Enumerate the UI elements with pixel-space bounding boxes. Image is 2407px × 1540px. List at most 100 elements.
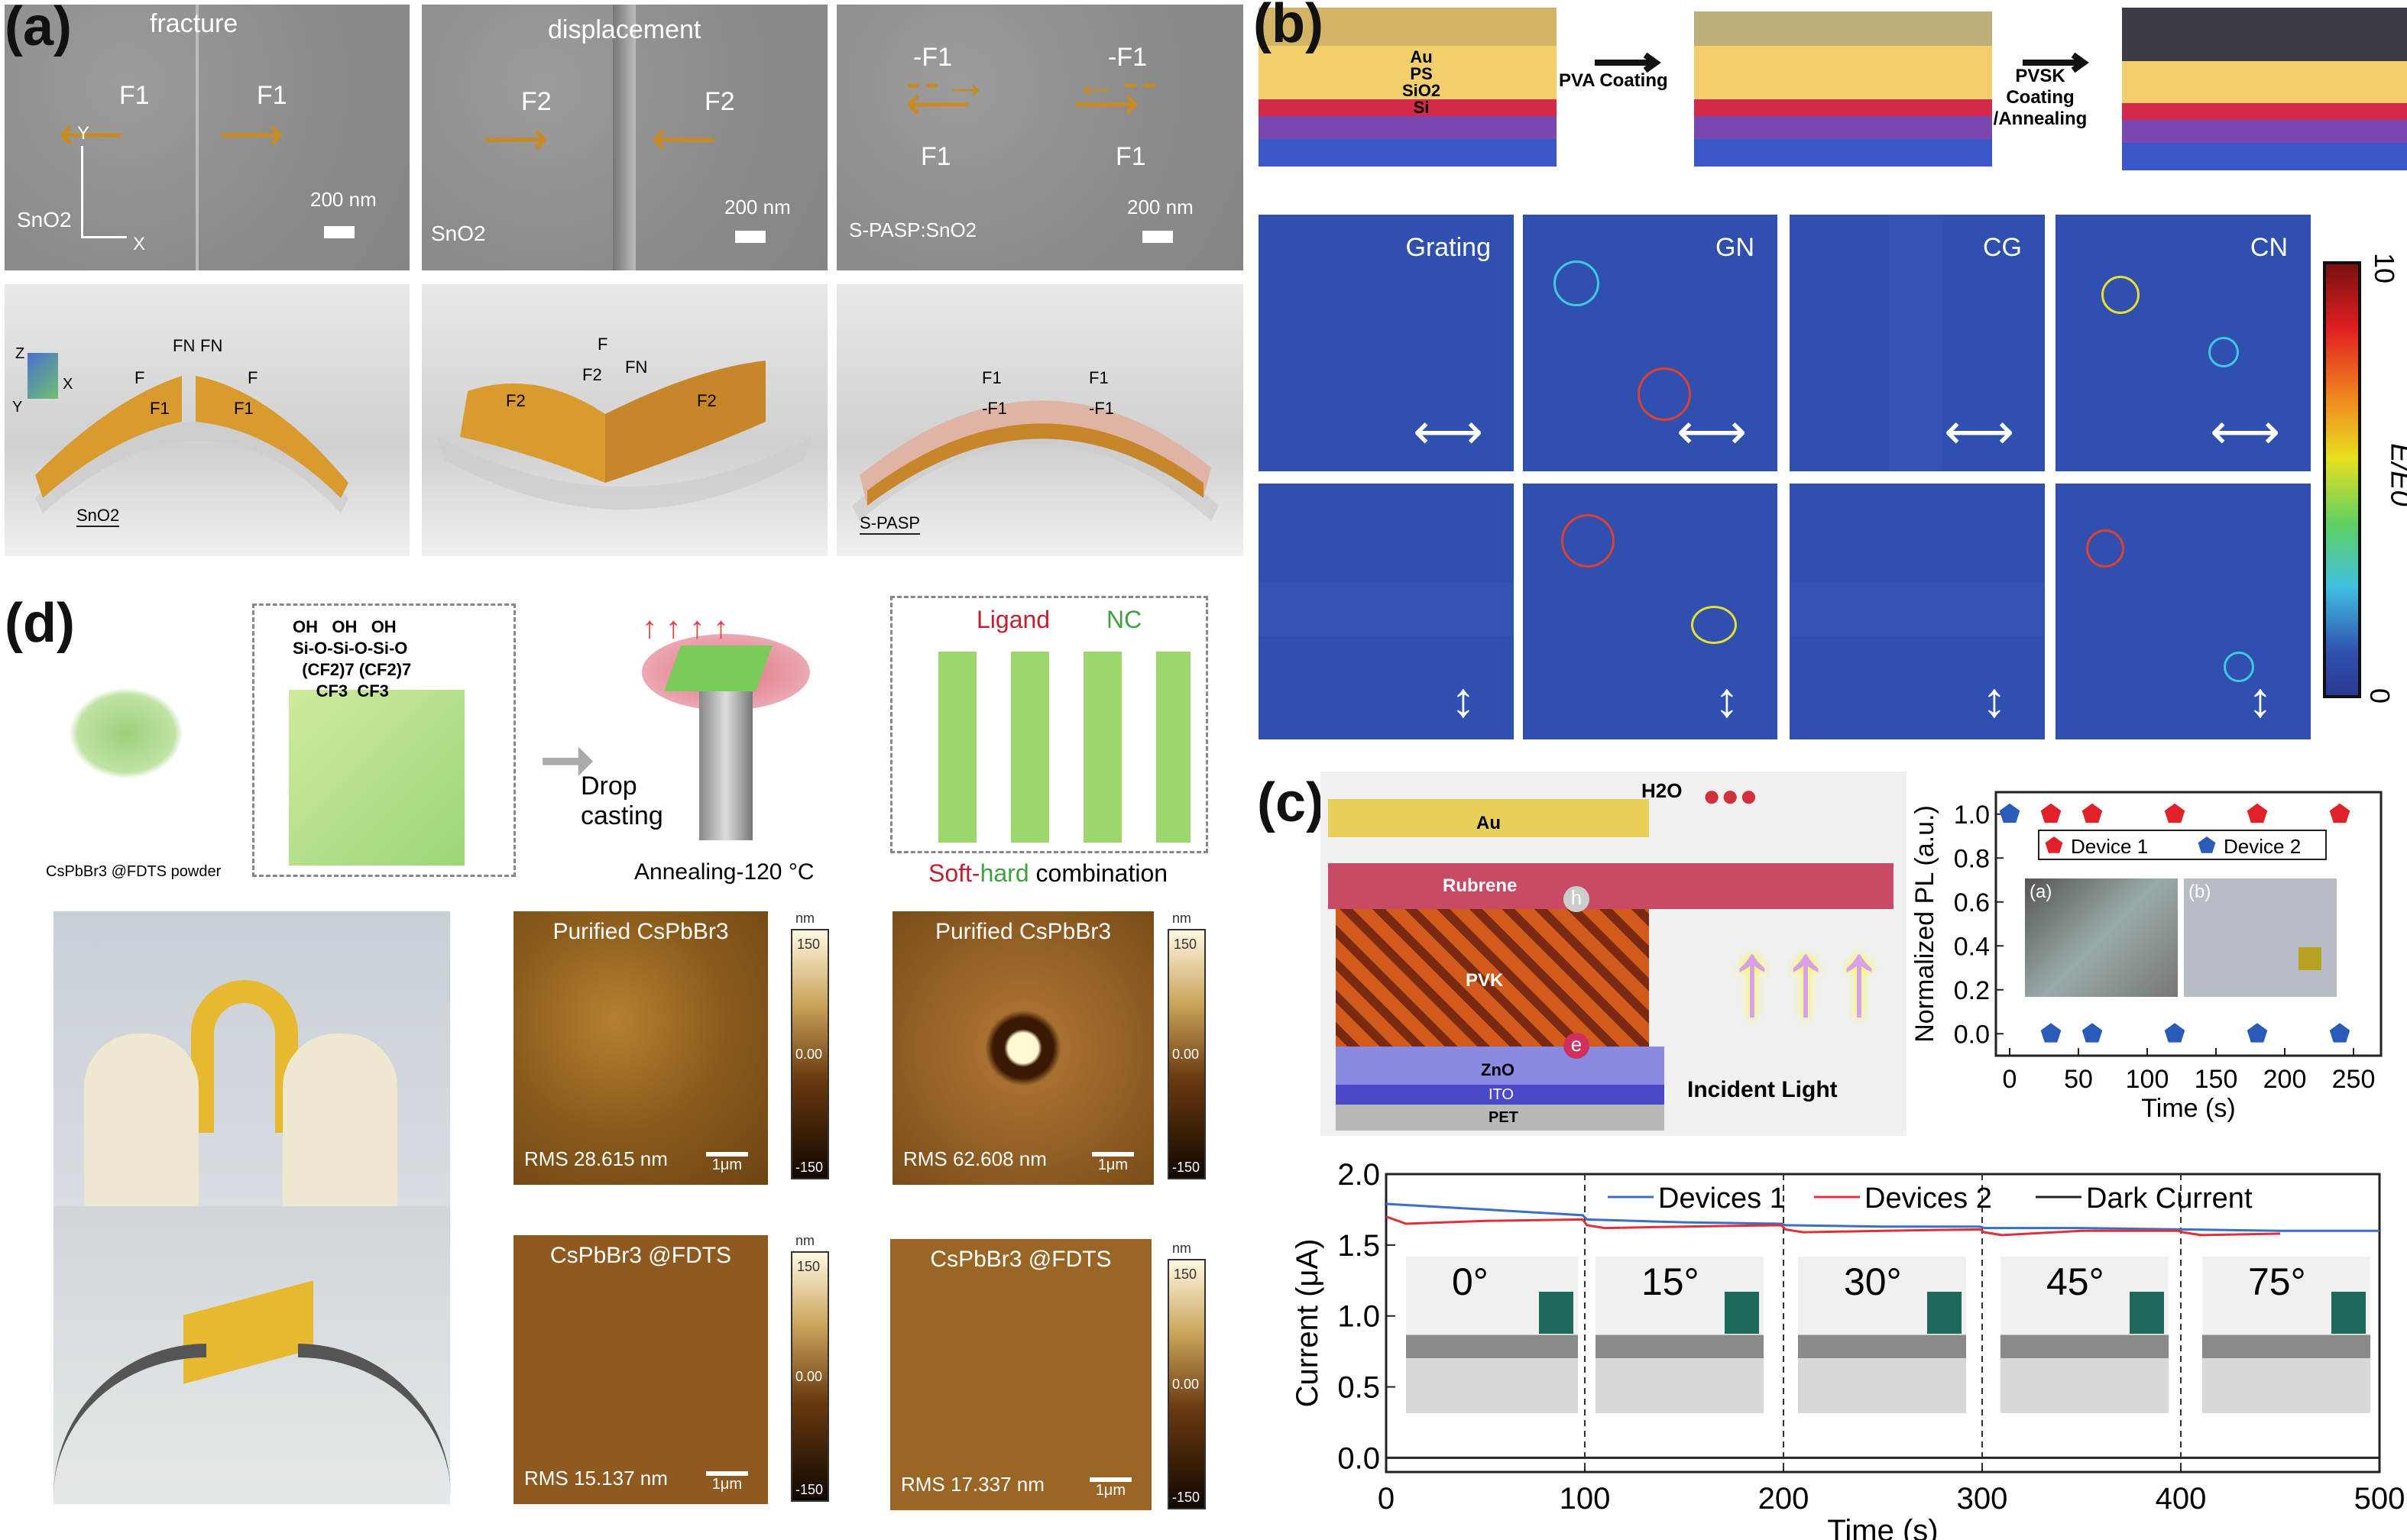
bending-photo: 15° <box>1595 1257 1764 1413</box>
panel-label-a: (a) <box>5 0 72 57</box>
y-axis-label: Current (μA) <box>1291 1239 1324 1408</box>
bend-angle-label: 75° <box>2248 1260 2306 1303</box>
clamp-icon <box>2130 1292 2164 1334</box>
plot-frame <box>1994 791 2383 1057</box>
layer-label: ZnO <box>1481 1060 1514 1079</box>
layer-au: Au <box>1410 47 1433 66</box>
nc-ligand-box: Ligand NC <box>890 596 1208 853</box>
force-label: F <box>598 335 608 354</box>
x-tick-label: 100 <box>1560 1482 1611 1516</box>
chem-label: CF3 <box>357 681 389 700</box>
x-tick-label: 150 <box>2195 1065 2238 1094</box>
film-icon <box>664 645 773 691</box>
layer-pet: PET <box>1336 1105 1664 1131</box>
colorbar <box>2323 261 2361 698</box>
chem-label: (CF2)7 <box>358 660 412 679</box>
force-label: F <box>248 368 258 387</box>
map-title: Grating <box>1405 233 1492 262</box>
molecule-box: OH OH OH Si-O-Si-O-Si-O (CF2)7 (CF2)7 CF… <box>252 603 516 877</box>
map-title: CN <box>2250 233 2288 262</box>
hole-icon: h <box>1563 886 1589 912</box>
force-label: F1 <box>1116 142 1146 171</box>
panel-label-b: (b) <box>1253 0 1323 54</box>
bent-film-fracture <box>35 376 348 513</box>
afm-title: CsPbBr3 @FDTS <box>549 1243 732 1268</box>
afm-colorbar <box>791 1251 829 1502</box>
chem-label: O <box>354 639 368 658</box>
polarization-vertical-icon: ↕ <box>1982 672 2007 727</box>
chem-label: OH <box>293 617 318 636</box>
chem-label: Si <box>373 639 389 658</box>
bend-angle-label: 0° <box>1452 1260 1489 1303</box>
step-pva-coating: PVA Coating <box>1559 70 1668 91</box>
y-tick-label: 0.2 <box>1954 976 1990 1005</box>
axes-icon <box>28 353 58 399</box>
render-spasp: F1 F1 -F1 -F1 S-PASP <box>837 284 1243 556</box>
legend-label: Device 2 <box>2224 835 2301 858</box>
layer-pvk: PVK <box>1336 909 1649 1054</box>
electron-icon: e <box>1563 1033 1589 1059</box>
afm-rms: RMS 28.615 nm <box>524 1147 668 1170</box>
force-label: -F1 <box>982 399 1007 418</box>
chem-structure: OH OH OH Si-O-Si-O-Si-O (CF2)7 (CF2)7 CF… <box>293 617 412 700</box>
clamp-icon <box>1725 1292 1759 1334</box>
x-tick-label: 400 <box>2156 1482 2207 1516</box>
axis-label-x: X <box>133 234 146 254</box>
bending-photo: 75° <box>2202 1257 2370 1413</box>
force-label: F2 <box>705 87 735 116</box>
y-tick-label: 2.0 <box>1337 1158 1380 1192</box>
force-label: F2 <box>506 391 526 410</box>
dashed-arrow-right-icon: - - → <box>905 57 989 108</box>
crack-line <box>196 5 199 270</box>
force-label: -F1 <box>1089 399 1114 418</box>
polarization-horizontal-icon: ⟷ <box>2210 404 2280 459</box>
map-title: CG <box>1983 233 2022 262</box>
legend-label: Device 1 <box>2071 835 2148 858</box>
legend-marker <box>2045 836 2063 853</box>
sem-title: displacement <box>548 15 701 44</box>
axis-label: Z <box>15 345 25 362</box>
powder-pile-icon <box>69 688 183 779</box>
x-tick-label: 0 <box>2003 1065 2017 1094</box>
force-label: F1 <box>1089 368 1109 387</box>
y-tick-label: 1.5 <box>1337 1229 1380 1263</box>
legend-label: Devices 1 <box>1658 1182 1786 1215</box>
afm-cbar-max: 150 <box>797 1259 821 1274</box>
tweezer-icon <box>53 1344 206 1504</box>
y-tick-label: 0.4 <box>1954 932 1990 961</box>
y-tick-label: 1.0 <box>1337 1300 1380 1334</box>
inset-label: (a) <box>2030 882 2052 902</box>
field-map-cg-v: ↕ <box>1790 484 2045 739</box>
scale-label: 200 nm <box>724 196 791 218</box>
colorbar-min: 0 <box>2364 688 2396 704</box>
legend-label: Devices 2 <box>1864 1182 1992 1215</box>
map-title: GN <box>1715 233 1754 262</box>
force-label: F2 <box>582 365 602 384</box>
water-molecule-icon: ●●● <box>1702 779 1758 813</box>
polarization-horizontal-icon: ⟷ <box>1944 404 2014 459</box>
crack-step <box>613 5 636 270</box>
inset-photo-a: (a) <box>2025 878 2178 997</box>
arrow-right-icon <box>2023 52 2089 73</box>
arrow-left-icon: ⟵ <box>905 78 972 129</box>
chem-label: Si <box>332 639 349 658</box>
x-tick-label: 200 <box>1758 1482 1809 1516</box>
layer-labels: Au PS SiO2 Si <box>1402 49 1440 116</box>
y-axis-label: Normalized PL (a.u.) <box>1910 805 1939 1043</box>
x-axis-label: Time (s) <box>1827 1514 1938 1540</box>
polarization-vertical-icon: ↕ <box>1715 672 1739 727</box>
force-label: FN <box>173 336 196 355</box>
stack-1 <box>1259 8 1557 167</box>
heat-arrows-icon: ↑ ↑ ↑ ↑ <box>642 611 729 645</box>
x-tick-label: 250 <box>2332 1065 2376 1094</box>
field-map-grating-h: Grating⟷ <box>1259 215 1514 471</box>
material-label: SnO2 <box>431 222 486 245</box>
hard-label: hard <box>980 859 1029 887</box>
fabrication-schematic <box>1259 8 2407 170</box>
polarization-vertical-icon: ↕ <box>1451 672 1476 727</box>
afm-cbar-mid: 0.00 <box>1172 1047 1200 1062</box>
legend-box <box>2038 830 2327 860</box>
